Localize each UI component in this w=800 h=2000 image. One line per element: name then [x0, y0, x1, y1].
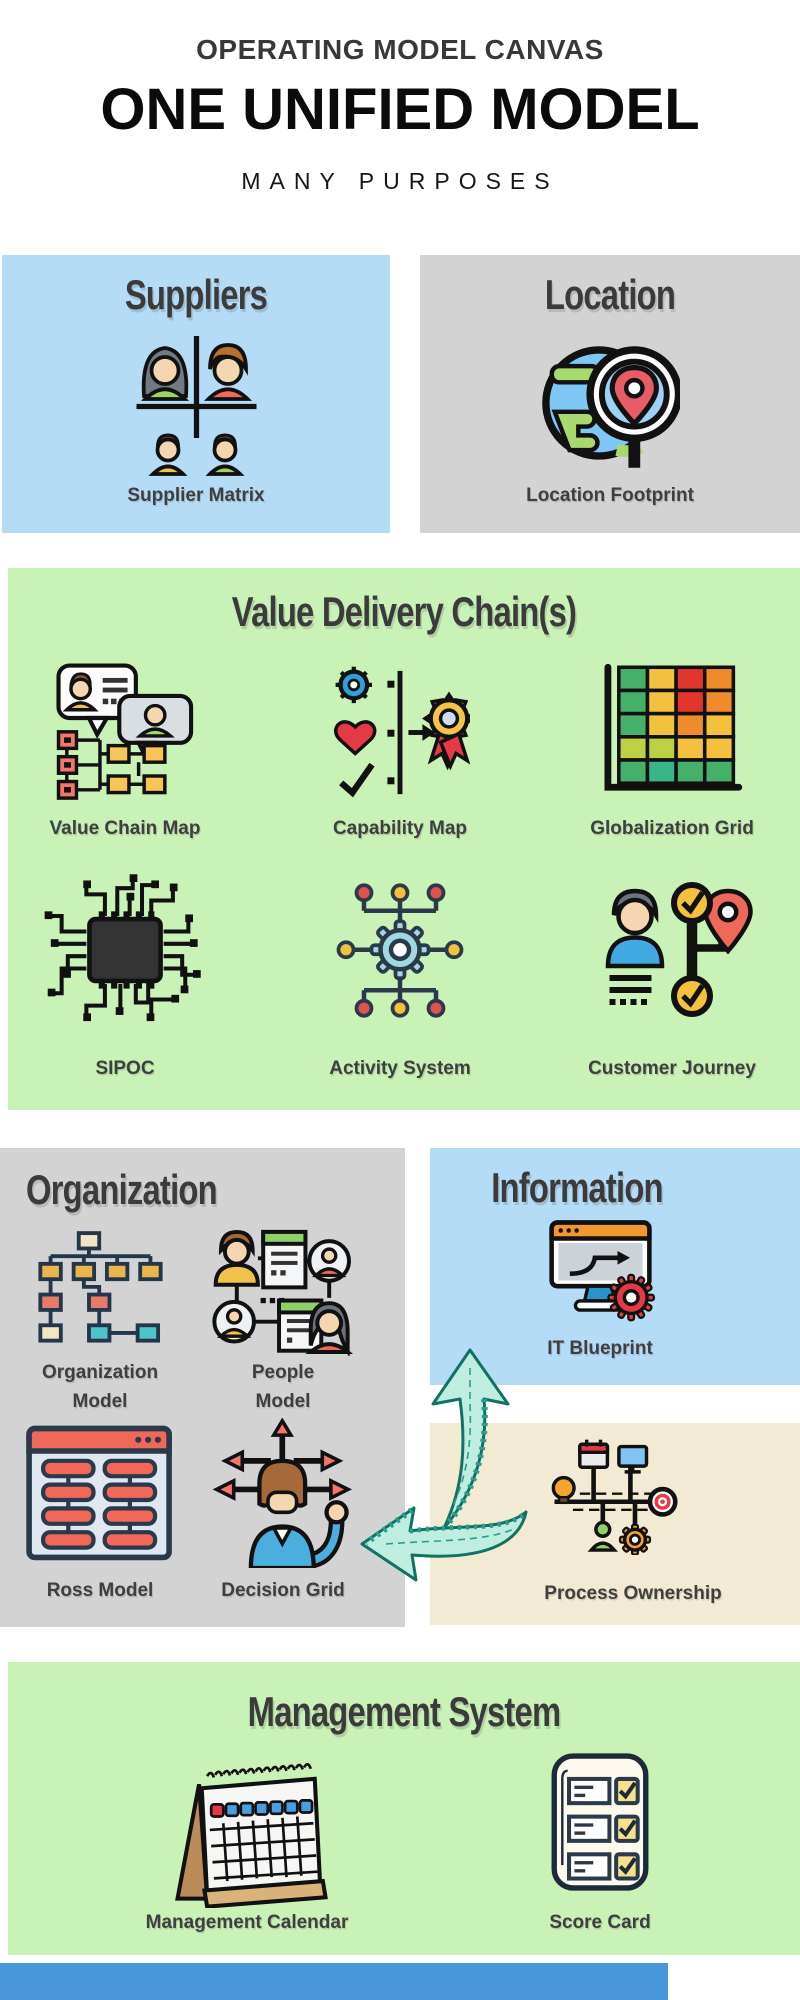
customer-journey-icon — [562, 870, 782, 1020]
ross-model-cell: Ross Model — [10, 1148, 190, 1627]
activity-system-cell: Activity System — [290, 568, 510, 1110]
people-model-cell: People Model — [193, 1148, 373, 1627]
header-subtitle: MANY PURPOSES — [241, 168, 559, 194]
management-calendar-icon — [112, 1760, 382, 1908]
organization-model-cell: Organization Model — [10, 1148, 190, 1627]
score-card-cell: Score Card — [480, 1662, 720, 1955]
value-delivery-title: Value Delivery Chain(s) — [231, 588, 577, 635]
header-kicker: OPERATING MODEL CANVAS — [196, 34, 604, 65]
globalization-grid-icon — [562, 660, 782, 800]
suppliers-panel: Suppliers — [2, 255, 390, 533]
location-title: Location — [544, 271, 676, 318]
activity-system-icon — [290, 868, 510, 1033]
globalization-grid-label: Globalization Grid — [590, 818, 754, 839]
information-title: Information — [491, 1164, 663, 1211]
management-calendar-cell: Management Calendar — [112, 1662, 382, 1955]
people-model-icon — [193, 1224, 373, 1356]
bottom-bar — [0, 1963, 668, 2000]
location-footprint-label: Location Footprint — [526, 485, 694, 506]
decision-grid-icon — [193, 1418, 373, 1568]
value-delivery-panel: Value Delivery Chain(s) — [8, 568, 800, 1110]
management-system-title: Management System — [247, 1688, 561, 1735]
value-chain-map-label: Value Chain Map — [49, 818, 201, 839]
organization-title: Organization — [26, 1166, 218, 1213]
organization-panel: Organization Organization Model — [0, 1148, 405, 1627]
information-panel: Information — [430, 1148, 800, 1385]
decision-grid-label: Decision Grid — [221, 1580, 345, 1601]
customer-journey-cell: Customer Journey — [562, 568, 782, 1110]
supplier-matrix-icon — [2, 327, 390, 477]
capability-map-icon — [290, 660, 510, 805]
ross-model-label: Ross Model — [46, 1580, 154, 1601]
capability-map-cell: Capability Map — [290, 568, 510, 868]
organization-model-icon — [10, 1228, 190, 1356]
decision-grid-cell: Decision Grid — [193, 1148, 373, 1627]
organization-model-label: Organization Model — [41, 1362, 159, 1413]
sipoc-chip-icon — [15, 870, 235, 1030]
customer-journey-label: Customer Journey — [588, 1058, 756, 1079]
management-calendar-label: Management Calendar — [145, 1912, 349, 1933]
value-chain-map-cell: Value Chain Map — [15, 568, 235, 868]
sipoc-label: SIPOC — [95, 1058, 155, 1079]
people-model-label: People Model — [251, 1362, 315, 1413]
score-card-icon — [480, 1752, 720, 1892]
ross-model-icon — [10, 1423, 190, 1563]
process-ownership-label: Process Ownership — [544, 1583, 722, 1604]
location-footprint-icon — [420, 325, 800, 475]
page-title: ONE UNIFIED MODEL — [100, 77, 700, 142]
capability-map-label: Capability Map — [332, 818, 468, 839]
globalization-grid-cell: Globalization Grid — [562, 568, 782, 868]
score-card-label: Score Card — [549, 1912, 651, 1933]
location-panel: Location Location Footprint — [420, 255, 800, 533]
value-chain-map-icon — [15, 660, 235, 805]
sipoc-cell: SIPOC — [15, 568, 235, 1110]
management-system-panel: Management System — [8, 1662, 800, 1955]
it-blueprint-label: IT Blueprint — [547, 1338, 653, 1359]
it-blueprint-icon — [415, 1218, 785, 1326]
suppliers-title: Suppliers — [124, 271, 268, 318]
supplier-matrix-label: Supplier Matrix — [127, 485, 265, 506]
arrow-left-icon — [356, 1498, 534, 1590]
process-ownership-icon — [427, 1437, 797, 1555]
activity-system-label: Activity System — [329, 1058, 471, 1079]
